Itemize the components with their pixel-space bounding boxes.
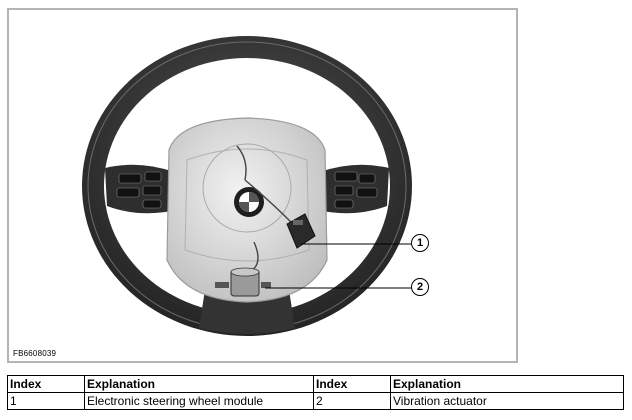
- left-spoke: [105, 164, 177, 214]
- bottom-spoke: [199, 290, 295, 334]
- steering-wheel-module-part: [286, 213, 316, 249]
- legend-table: Index Explanation Index Explanation 1 El…: [7, 375, 624, 410]
- figure-frame: 1 2 FB6608039: [7, 8, 518, 363]
- legend-header-row: Index Explanation Index Explanation: [7, 375, 624, 393]
- header-index-1: Index: [7, 375, 85, 393]
- callout-label-1: 1: [416, 237, 424, 249]
- header-index-2: Index: [313, 375, 391, 393]
- header-explanation-2: Explanation: [390, 375, 624, 393]
- figure-code: FB6608039: [13, 349, 57, 358]
- table-row: 1 Electronic steering wheel module 2 Vib…: [7, 392, 624, 410]
- cell-explanation: Electronic steering wheel module: [84, 392, 314, 410]
- brand-roundel: [234, 187, 264, 217]
- callout-label-2: 2: [416, 281, 424, 293]
- left-button-cluster: [116, 171, 162, 209]
- cell-explanation: Vibration actuator: [390, 392, 624, 410]
- header-explanation-1: Explanation: [84, 375, 314, 393]
- cell-index: 2: [313, 392, 391, 410]
- vibration-actuator-part: [215, 267, 271, 297]
- callout-marker-2: 2: [411, 278, 429, 296]
- callout-marker-1: 1: [411, 234, 429, 252]
- cell-index: 1: [7, 392, 85, 410]
- right-button-cluster: [334, 171, 378, 209]
- steering-wheel-illustration: [82, 36, 412, 336]
